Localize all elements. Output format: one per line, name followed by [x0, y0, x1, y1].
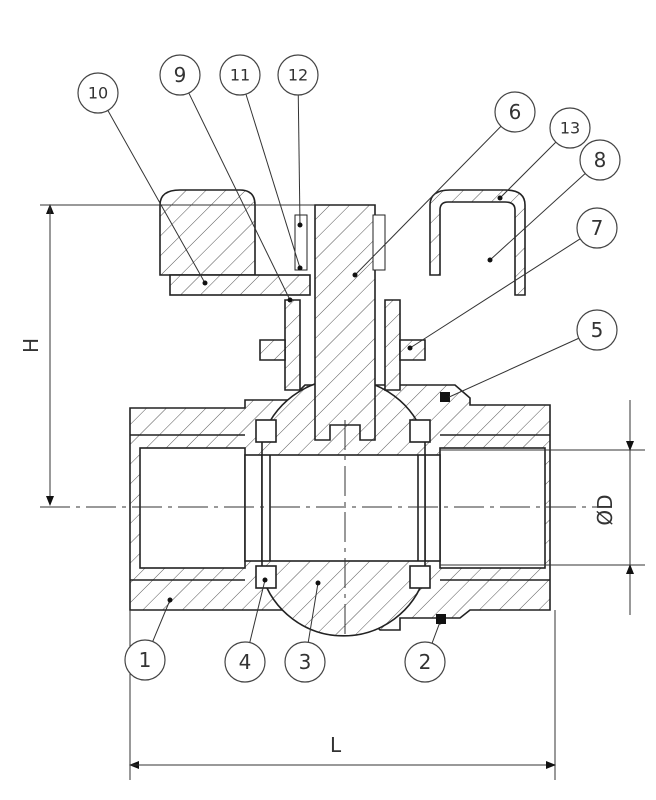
callout-label: 9 [174, 63, 187, 87]
leader-dot [437, 619, 443, 625]
callout-4: 4 [224, 577, 268, 683]
callout-label: 11 [230, 66, 250, 85]
leader-line [107, 110, 206, 284]
callout-3: 3 [284, 580, 326, 683]
handle [159, 189, 526, 296]
leader-line [307, 582, 319, 643]
ball [261, 378, 426, 637]
leader-line [489, 173, 586, 261]
callout-circle [219, 54, 261, 96]
callout-6: 6 [352, 91, 536, 278]
callout-13: 13 [497, 107, 591, 201]
callout-circle [277, 54, 319, 96]
callout-label: 2 [419, 650, 432, 674]
dimension-l-label: L [330, 733, 342, 757]
stem [259, 204, 426, 441]
callout-circle [124, 639, 166, 681]
callout-label: 3 [299, 650, 312, 674]
dimension-h: H [19, 204, 315, 506]
callout-circle [284, 641, 326, 683]
leader-dot [287, 297, 293, 303]
callout-circle [224, 641, 266, 683]
leader-dot [487, 257, 493, 263]
callout-label: 8 [594, 148, 607, 172]
callout-circle [494, 91, 536, 133]
leader-line [409, 238, 581, 349]
callout-circle [576, 309, 618, 351]
leader-dot [497, 195, 503, 201]
leader-dot [444, 395, 450, 401]
leader-line [499, 141, 557, 199]
leader-dot [315, 580, 321, 586]
callout-circle [549, 107, 591, 149]
leader-line [188, 92, 291, 301]
leader-line [297, 94, 301, 226]
leader-dot [262, 577, 268, 583]
callout-label: 4 [239, 650, 252, 674]
callout-label: 6 [509, 100, 522, 124]
callout-9: 9 [159, 54, 293, 303]
callout-10: 10 [77, 72, 208, 286]
leader-line [354, 125, 502, 276]
dimension-d: ØD [440, 400, 645, 615]
leader-dot [352, 272, 358, 278]
callout-7: 7 [407, 207, 618, 351]
callout-label: 13 [560, 119, 580, 138]
leader-line [431, 621, 441, 644]
callout-1: 1 [124, 597, 173, 681]
callout-11: 11 [219, 54, 303, 271]
leader-dot [297, 222, 303, 228]
callout-2: 2 [404, 619, 446, 683]
leader-line [245, 93, 301, 269]
leader-dot [297, 265, 303, 271]
callout-circle [576, 207, 618, 249]
dimension-d-label: ØD [593, 494, 617, 525]
callout-circle [77, 72, 119, 114]
dimension-h-label: H [19, 338, 43, 353]
leader-dot [167, 597, 173, 603]
leader-line [249, 579, 266, 643]
callout-label: 12 [288, 66, 308, 85]
callout-label: 1 [139, 648, 152, 672]
callout-circle [404, 641, 446, 683]
leader-line [446, 337, 579, 399]
dimension-l: L [129, 610, 556, 780]
callout-circle [579, 139, 621, 181]
callout-label: 7 [591, 216, 604, 240]
callout-label: 5 [591, 318, 604, 342]
leader-dot [407, 345, 413, 351]
callout-circle [159, 54, 201, 96]
callout-label: 10 [88, 84, 108, 103]
callout-8: 8 [487, 139, 621, 263]
callout-12: 12 [277, 54, 319, 228]
leader-line [152, 599, 171, 642]
callout-5: 5 [444, 309, 618, 401]
leader-dot [202, 280, 208, 286]
